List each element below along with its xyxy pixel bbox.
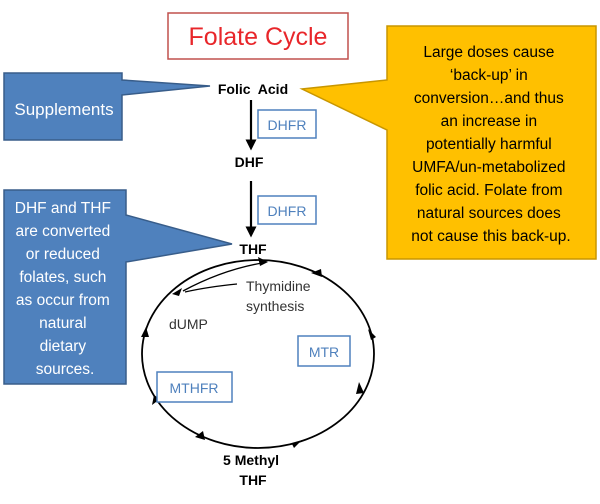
cycle-arrowhead xyxy=(152,395,160,405)
warning-line: UMFA/un-metabolized xyxy=(412,159,565,176)
dhfr-1-enzyme-box: DHFR xyxy=(257,109,317,139)
cycle-arrowhead xyxy=(172,288,182,296)
reduced-folates-callout-shape xyxy=(3,189,233,385)
title-text: Folate Cycle xyxy=(189,23,328,51)
warning-line: Large doses cause xyxy=(423,44,554,61)
warning-line: folic acid. Folate from xyxy=(415,182,562,199)
warning-line: ‘back-up’ in xyxy=(450,67,528,84)
supplements-callout-shape xyxy=(3,72,211,141)
cycle-arrowhead xyxy=(311,269,322,277)
cycle-arrowhead xyxy=(195,431,205,440)
dhfr-1-border xyxy=(257,109,317,139)
dump-label: dUMP xyxy=(169,316,208,332)
cycle-arrowhead xyxy=(292,440,302,448)
warning-line: an increase in xyxy=(441,113,538,130)
mtr-label: MTR xyxy=(309,344,339,360)
warning-line: potentially harmful xyxy=(426,136,552,153)
warning-line: not cause this back-up. xyxy=(411,228,570,245)
mthfr-enzyme-box: MTHFR xyxy=(156,371,233,403)
reduced-folates-text: DHF and THF are converted or reduced fol… xyxy=(15,200,116,378)
dhfr-2-enzyme-box: DHFR xyxy=(257,195,317,225)
title-box: Folate Cycle xyxy=(167,12,349,60)
thymidine-synthesis-label: Thymidine synthesis xyxy=(246,278,314,314)
thymidine-line: synthesis xyxy=(246,298,304,314)
warning-callout-shape xyxy=(299,25,597,260)
warning-text: Large doses cause ‘back-up’ in conversio… xyxy=(411,44,570,245)
dhfr-2-label: DHFR xyxy=(268,203,307,219)
supplements-text: Supplements xyxy=(14,100,113,119)
reduced-folates-line: sources. xyxy=(36,361,95,378)
mtr-enzyme-box: MTR xyxy=(297,335,351,367)
reduced-folates-line: natural xyxy=(39,315,86,332)
warning-callout: Large doses cause ‘back-up’ in conversio… xyxy=(299,25,597,260)
thymidine-branch-line xyxy=(182,262,263,292)
dump-branch-line xyxy=(184,283,238,293)
cycle-direction-arrows xyxy=(141,269,376,448)
title-border xyxy=(167,12,349,60)
mthfr-border xyxy=(156,371,233,403)
thymidine-arrowhead xyxy=(258,257,268,266)
reduced-folates-line: folates, such xyxy=(19,269,106,286)
supplements-callout: Supplements xyxy=(3,72,211,141)
mtr-border xyxy=(297,335,351,367)
reduced-folates-line: DHF and THF xyxy=(15,200,111,217)
reduced-folates-line: as occur from xyxy=(16,292,110,309)
cycle-arrowhead xyxy=(368,329,376,340)
reduced-folates-line: dietary xyxy=(40,338,87,355)
dhfr-2-border xyxy=(257,195,317,225)
dhf-label: DHF xyxy=(235,154,264,170)
thf-label: THF xyxy=(239,241,267,257)
warning-line: natural sources does xyxy=(417,205,561,222)
warning-line: conversion…and thus xyxy=(414,90,564,107)
reduced-folates-line: or reduced xyxy=(26,246,100,263)
dhfr-1-label: DHFR xyxy=(268,117,307,133)
thymidine-line: Thymidine xyxy=(246,278,311,294)
methyl-thf-line: 5 Methyl xyxy=(223,452,279,468)
mthfr-label: MTHFR xyxy=(170,380,219,396)
folic-acid-label: Folic Acid xyxy=(218,81,288,97)
reduced-folates-callout: DHF and THF are converted or reduced fol… xyxy=(3,189,233,385)
methyl-thf-label: 5 Methyl THF xyxy=(223,452,283,488)
folate-cycle-ring xyxy=(141,259,375,449)
cycle-arrowhead xyxy=(141,327,149,337)
methyl-thf-line: THF xyxy=(239,472,267,488)
cycle-arrowhead xyxy=(356,382,364,394)
reduced-folates-line: are converted xyxy=(15,223,110,240)
